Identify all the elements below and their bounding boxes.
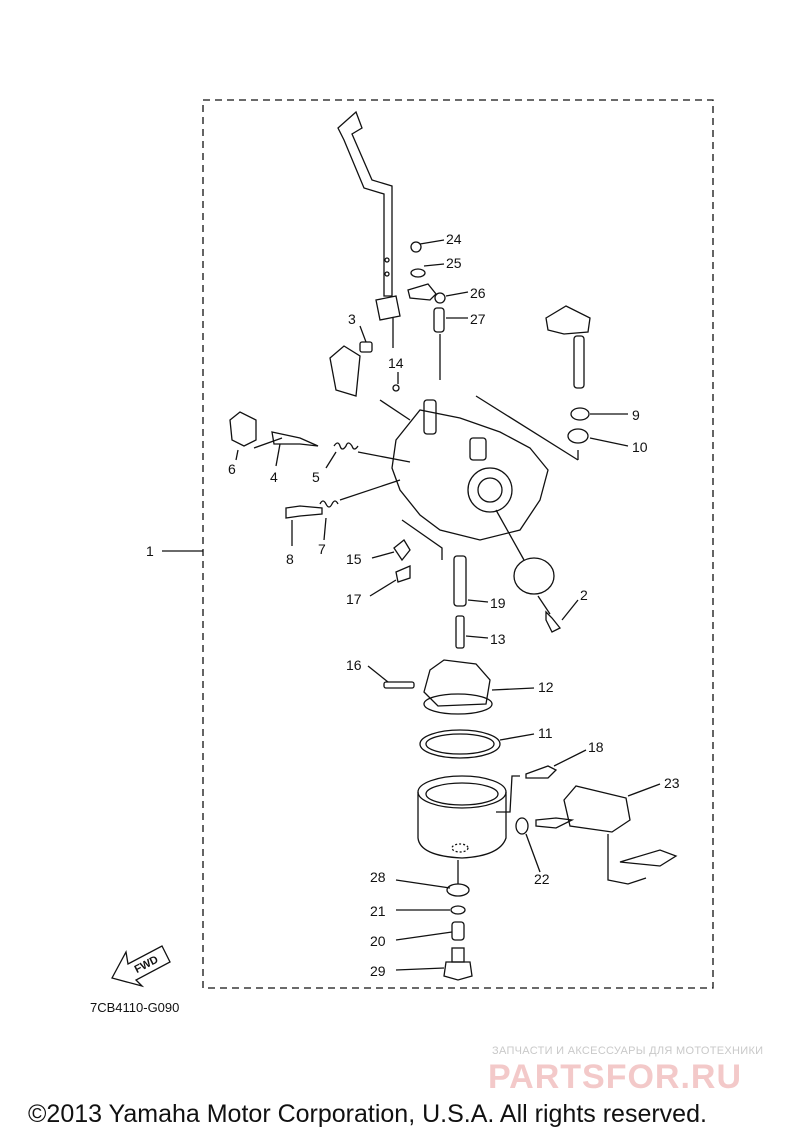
- callout-10: 10: [632, 439, 648, 455]
- callout-27: 27: [470, 311, 486, 327]
- screw-8: [285, 505, 323, 519]
- jet-20: [451, 921, 465, 941]
- copyright-notice: ©2013 Yamaha Motor Corporation, U.S.A. A…: [28, 1100, 707, 1128]
- callout-15: 15: [346, 551, 362, 567]
- callout-26: 26: [470, 285, 486, 301]
- fwd-arrow: FWD: [111, 945, 171, 988]
- callout-labels: 1 2 3 4 5 6 7 8 9 10 11 12 13 14 15 16 1…: [146, 231, 680, 979]
- adjuster-6: [229, 411, 257, 447]
- solenoid-23: [563, 785, 631, 833]
- screw-2: [545, 610, 562, 633]
- callout-22: 22: [534, 871, 550, 887]
- float-bowl: [417, 792, 507, 859]
- drain-screw-29: [443, 961, 473, 981]
- main-jet-13: [455, 615, 465, 649]
- callout-11: 11: [538, 725, 553, 741]
- callout-2: 2: [580, 587, 588, 603]
- choke-lever: [545, 305, 591, 335]
- gasket-11: [419, 729, 501, 759]
- screw-24: [410, 241, 422, 253]
- callout-20: 20: [370, 933, 386, 949]
- callout-5: 5: [312, 469, 320, 485]
- washer-22: [515, 817, 529, 835]
- callout-9: 9: [632, 407, 640, 423]
- callout-13: 13: [490, 631, 506, 647]
- seal-28: [446, 883, 470, 897]
- callout-14: 14: [388, 355, 404, 371]
- gasket-plate: [329, 345, 361, 397]
- throttle-bore: [467, 467, 513, 513]
- callout-6: 6: [228, 461, 236, 477]
- carburetor-body: [391, 409, 549, 541]
- watermark-tagline: ЗАПЧАСТИ И АКСЕССУАРЫ ДЛЯ МОТОТЕХНИКИ: [492, 1045, 764, 1057]
- jet-15: [393, 539, 411, 562]
- callout-21: 21: [370, 903, 386, 919]
- callout-8: 8: [286, 551, 294, 567]
- diagram-code: 7CB4110-G090: [90, 1000, 180, 1015]
- plate: [407, 283, 437, 301]
- callout-16: 16: [346, 657, 362, 673]
- callout-3: 3: [348, 311, 356, 327]
- callout-19: 19: [490, 595, 506, 611]
- cover-plate: [513, 557, 555, 595]
- jet-27: [433, 307, 445, 333]
- callout-29: 29: [370, 963, 386, 979]
- callout-7: 7: [318, 541, 326, 557]
- watermark-logo: PARTSFOR.RU: [488, 1058, 743, 1096]
- callout-1: 1: [146, 543, 154, 559]
- oring-26: [434, 292, 446, 304]
- spring-7: [319, 500, 339, 508]
- throttle-lever: [337, 110, 393, 297]
- cap: [375, 295, 401, 321]
- washer-9: [570, 407, 590, 421]
- washer-25: [410, 268, 426, 278]
- callout-18: 18: [588, 739, 604, 755]
- callout-4: 4: [270, 469, 278, 485]
- oring-21: [450, 905, 466, 915]
- fwd-label: FWD: [133, 954, 161, 976]
- needle-4: [271, 431, 319, 447]
- spring-5: [333, 442, 359, 450]
- callout-28: 28: [370, 869, 386, 885]
- pin-16: [383, 681, 415, 689]
- screw-18: [525, 765, 558, 779]
- seal-10: [567, 428, 589, 444]
- clip-17: [395, 565, 411, 583]
- callout-23: 23: [664, 775, 680, 791]
- callout-12: 12: [538, 679, 554, 695]
- assembly-boundary: [202, 99, 714, 989]
- emulsion-tube-19: [453, 555, 467, 607]
- callout-17: 17: [346, 591, 362, 607]
- float-12: [423, 659, 491, 707]
- callout-24: 24: [446, 231, 462, 247]
- callout-25: 25: [446, 255, 462, 271]
- screw-3: [359, 341, 373, 353]
